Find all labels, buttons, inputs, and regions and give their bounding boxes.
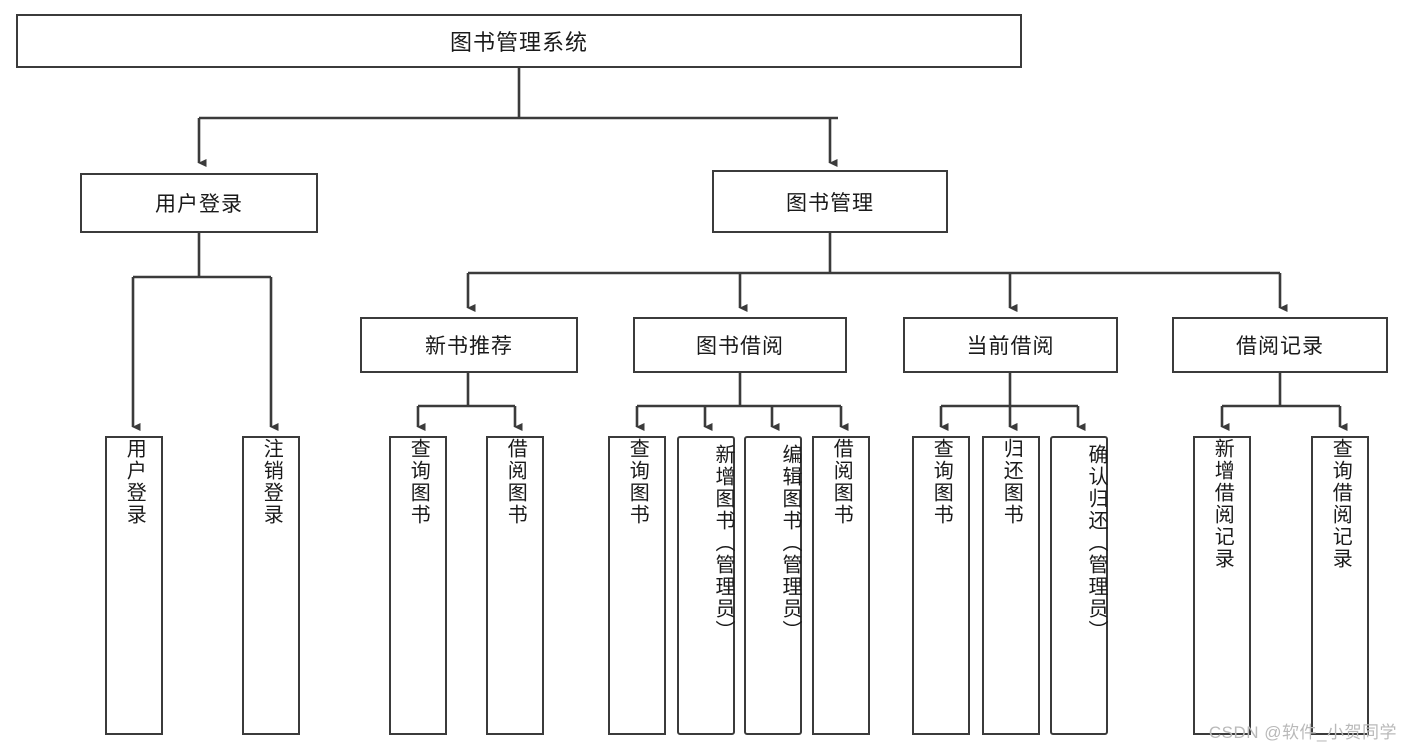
leaf-label: 借阅图书: [504, 438, 527, 526]
node-root-system[interactable]: 图书管理系统: [16, 14, 1022, 68]
leaf-label: 查询图书: [626, 438, 649, 526]
leaf-user-login-login[interactable]: 用户登录: [105, 436, 163, 735]
leaf-current-borrow-query[interactable]: 查询图书: [912, 436, 970, 735]
leaf-book-borrow-edit[interactable]: 编辑图书（管理员）: [744, 436, 802, 735]
node-label: 借阅记录: [1236, 335, 1324, 358]
leaf-current-borrow-confirm-return[interactable]: 确认归还（管理员）: [1050, 436, 1108, 735]
leaf-borrow-record-add[interactable]: 新增借阅记录: [1193, 436, 1251, 735]
node-user-login[interactable]: 用户登录: [80, 173, 318, 233]
leaf-borrow-record-query[interactable]: 查询借阅记录: [1311, 436, 1369, 735]
node-label: 新书推荐: [425, 335, 513, 358]
leaf-label: 查询图书: [407, 438, 430, 526]
leaf-current-borrow-return[interactable]: 归还图书: [982, 436, 1040, 735]
leaf-label: 注销登录: [260, 438, 283, 526]
node-borrow-record[interactable]: 借阅记录: [1172, 317, 1388, 373]
node-label: 当前借阅: [966, 335, 1055, 358]
node-current-borrow[interactable]: 当前借阅: [903, 317, 1118, 373]
node-label: 图书借阅: [696, 335, 784, 358]
leaf-label: 查询借阅记录: [1329, 438, 1352, 570]
leaf-book-borrow-add[interactable]: 新增图书（管理员）: [677, 436, 735, 735]
leaf-book-borrow-query[interactable]: 查询图书: [608, 436, 666, 735]
node-book-borrow[interactable]: 图书借阅: [633, 317, 847, 373]
node-new-book-recommend[interactable]: 新书推荐: [360, 317, 578, 373]
node-label: 图书管理系统: [449, 30, 588, 55]
leaf-label: 用户登录: [123, 438, 146, 526]
leaf-new-book-query[interactable]: 查询图书: [389, 436, 447, 735]
leaf-label: 借阅图书: [830, 438, 853, 526]
leaf-label: 新增借阅记录: [1211, 438, 1234, 570]
leaf-book-borrow-borrow[interactable]: 借阅图书: [812, 436, 870, 735]
node-label: 用户登录: [155, 193, 243, 216]
leaf-label: 新增图书（管理员）: [712, 444, 734, 642]
leaf-new-book-borrow[interactable]: 借阅图书: [486, 436, 544, 735]
leaf-label: 归还图书: [1000, 438, 1023, 526]
leaf-label: 编辑图书（管理员）: [779, 444, 801, 642]
leaf-label: 查询图书: [930, 438, 953, 526]
watermark: CSDN @软件_小贺同学: [1208, 723, 1397, 742]
node-label: 图书管理: [786, 191, 874, 215]
leaf-label: 确认归还（管理员）: [1085, 444, 1107, 642]
leaf-user-login-logout[interactable]: 注销登录: [242, 436, 300, 735]
node-book-management[interactable]: 图书管理: [712, 170, 948, 233]
